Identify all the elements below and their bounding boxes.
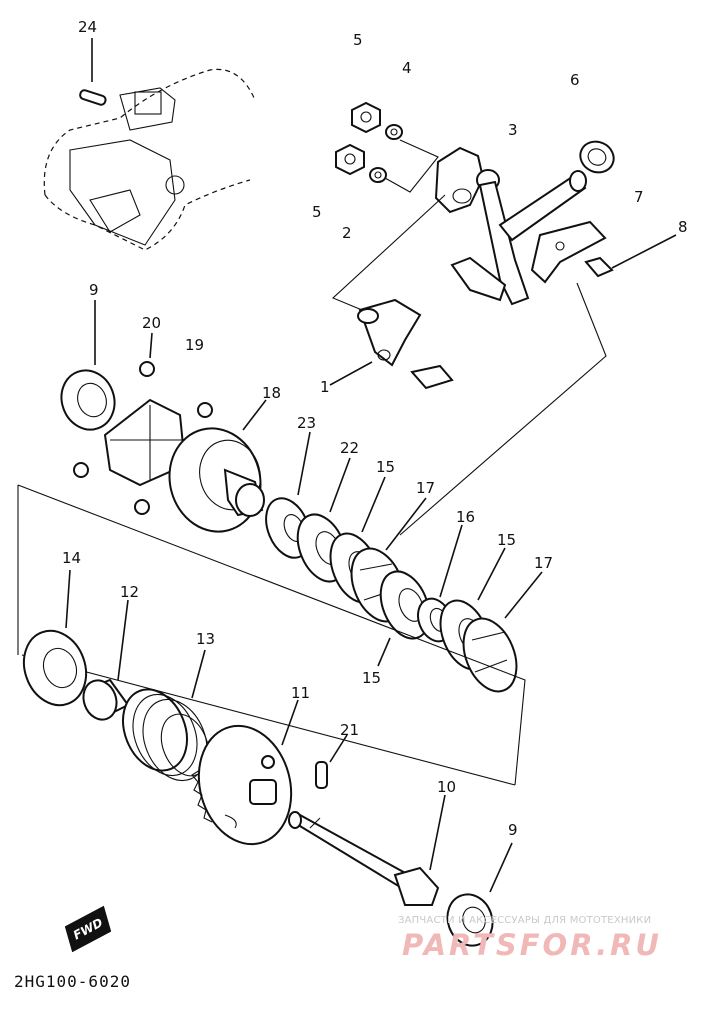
part-24-dowel-pin (79, 38, 107, 106)
watermark-tagline: ЗАПЧАСТИ И АКСЕССУАРЫ ДЛЯ МОТОТЕХНИКИ (398, 915, 652, 926)
part-1-stopper-lever (329, 298, 454, 390)
callout-6: 6 (570, 71, 580, 89)
part-21-pin (315, 734, 348, 789)
callout-4: 4 (402, 59, 412, 77)
callout-3: 3 (508, 121, 518, 139)
callout-16: 16 (456, 508, 475, 526)
callout-12: 12 (120, 583, 139, 601)
part-14-seal (22, 569, 88, 707)
part-8-screw (584, 234, 677, 278)
callout-15-a: 15 (376, 458, 395, 476)
callout-19: 19 (185, 336, 204, 354)
callout-13: 13 (196, 630, 215, 648)
callout-14: 14 (62, 549, 81, 567)
part-3-lever-arm (434, 146, 587, 306)
part-6-oil-seal (579, 140, 615, 174)
crankcase-outline (43, 68, 256, 251)
part-10-kick-shaft (287, 794, 446, 906)
callout-18: 18 (262, 384, 281, 402)
part-11-kick-gear (191, 699, 299, 846)
callout-5-top: 5 (353, 31, 363, 49)
clutch-disc-stack (265, 431, 543, 693)
callout-20: 20 (142, 314, 161, 332)
callout-labels: 24 5 4 6 3 5 2 7 8 9 20 19 1 18 23 22 15… (62, 18, 688, 839)
callout-5-lower: 5 (312, 203, 322, 221)
callout-2: 2 (342, 224, 352, 242)
callout-10: 10 (437, 778, 456, 796)
part-9-bearing-lower (446, 842, 513, 947)
part-20-balls (73, 332, 213, 515)
callout-8: 8 (678, 218, 688, 236)
diagram-code: 2HG100-6020 (14, 972, 131, 991)
callout-23: 23 (297, 414, 316, 432)
part-13-spring (122, 649, 210, 782)
callout-17-a: 17 (416, 479, 435, 497)
callout-11: 11 (291, 684, 310, 702)
callout-7: 7 (634, 188, 644, 206)
callout-21: 21 (340, 721, 359, 739)
part-7-plate (530, 220, 607, 284)
callout-24: 24 (78, 18, 97, 36)
callout-15-b: 15 (497, 531, 516, 549)
callout-22: 22 (340, 439, 359, 457)
part-9-bearing-upper (60, 300, 116, 431)
callout-17-b: 17 (534, 554, 553, 572)
nut-washer-group (335, 101, 439, 193)
callout-15-c: 15 (362, 669, 381, 687)
part-18-pressure-plate (168, 399, 267, 533)
callout-1: 1 (320, 378, 330, 396)
callout-9-top: 9 (89, 281, 99, 299)
watermark-logo: PARTSFOR.RU (402, 928, 662, 962)
callout-9-bottom: 9 (508, 821, 518, 839)
